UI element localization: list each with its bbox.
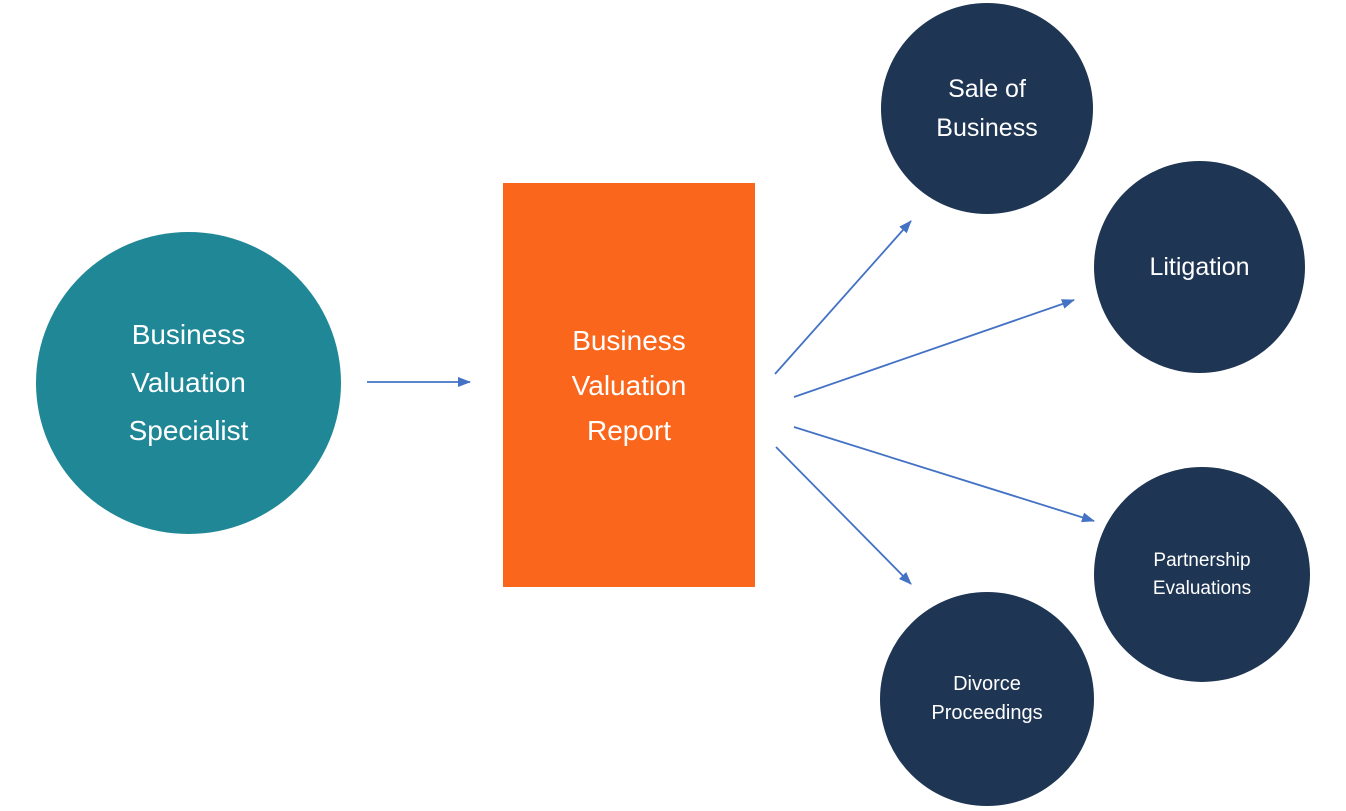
node-label-divorce-proceedings: Divorce Proceedings xyxy=(931,673,1043,724)
node-label-partnership-evaluations: Partnership Evaluations xyxy=(1152,549,1252,599)
node-label-litigation: Litigation xyxy=(1149,252,1250,281)
node-sale-of-business: Sale of Business xyxy=(881,3,1093,214)
arrow-report-to-partnership-evaluations xyxy=(793,426,1095,523)
node-label-sale-of-business: Sale of Business xyxy=(936,74,1038,142)
node-label-business-valuation-specialist: Business Valuation Specialist xyxy=(128,319,249,446)
node-litigation: Litigation xyxy=(1094,161,1305,373)
node-label-business-valuation-report: Business Valuation Report xyxy=(571,324,687,446)
arrow-report-to-sale-of-business xyxy=(774,220,912,375)
node-partnership-evaluations: Partnership Evaluations xyxy=(1094,467,1310,682)
node-business-valuation-specialist: Business Valuation Specialist xyxy=(36,232,341,534)
node-business-valuation-report: Business Valuation Report xyxy=(503,183,755,587)
arrow-report-to-divorce-proceedings xyxy=(775,446,912,585)
node-divorce-proceedings: Divorce Proceedings xyxy=(880,592,1094,806)
arrow-report-to-litigation xyxy=(793,299,1075,398)
